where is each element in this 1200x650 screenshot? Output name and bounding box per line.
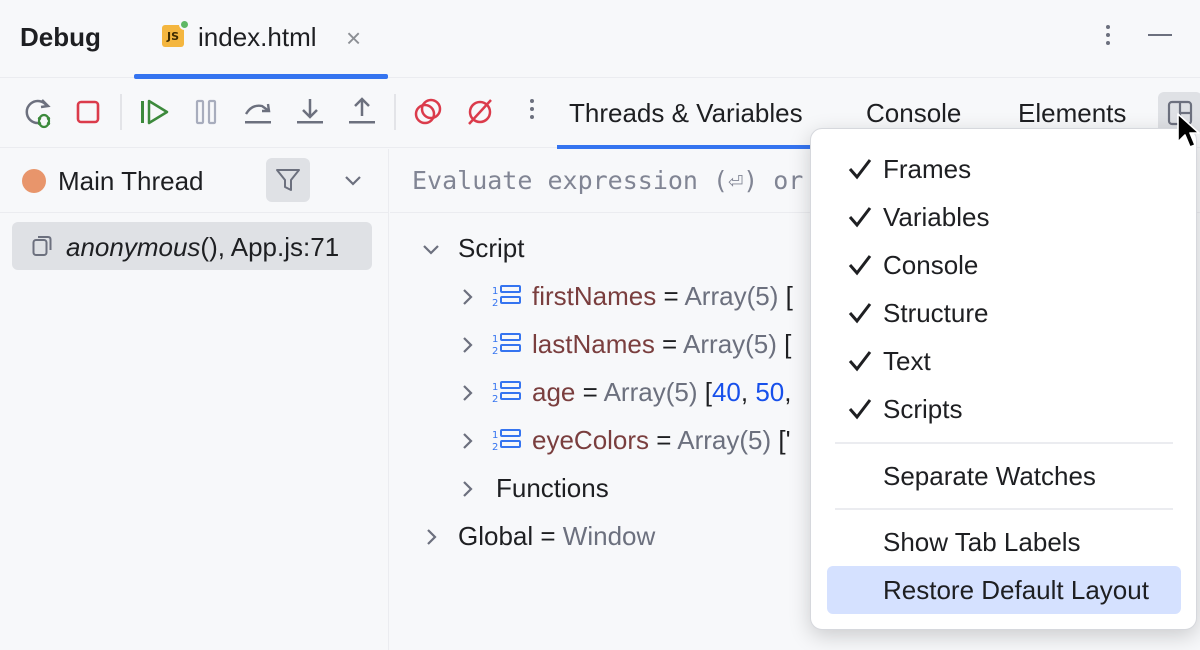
rerun-debug-icon[interactable] [20, 94, 56, 130]
tree-label: Global [458, 521, 534, 551]
filter-icon [276, 169, 300, 191]
svg-text:2: 2 [492, 346, 498, 357]
checkmark-icon [848, 351, 872, 372]
frames-panel: Main Thread anonymous(), App.js:71 [0, 149, 389, 650]
stop-icon[interactable] [70, 94, 106, 130]
toolbar-separator [394, 94, 396, 130]
chevron-right-icon[interactable] [420, 526, 442, 548]
chevron-down-icon[interactable] [420, 238, 442, 260]
tab-console[interactable]: Console [866, 98, 962, 128]
menu-item-scripts[interactable]: Scripts [827, 385, 1181, 433]
tree-label: Script [458, 233, 525, 263]
step-into-icon[interactable] [292, 94, 328, 130]
frame-item[interactable]: anonymous(), App.js:71 [12, 222, 372, 270]
array-icon: 12 [492, 381, 521, 405]
more-options-icon[interactable] [1097, 22, 1119, 52]
chevron-right-icon[interactable] [456, 478, 478, 500]
tree-node-script[interactable]: Script [420, 226, 820, 270]
tab-threads-variables[interactable]: Threads & Variables [569, 98, 803, 128]
variable-type: Array(5) [603, 377, 698, 407]
svg-text:1: 1 [492, 382, 498, 393]
chevron-right-icon[interactable] [456, 430, 478, 452]
minimize-icon[interactable] [1148, 34, 1172, 36]
tab-index-html[interactable]: JS index.html × [134, 0, 388, 79]
active-tab-indicator [557, 145, 817, 149]
array-value: 50 [755, 377, 785, 407]
debug-toolbar: Threads & Variables Console Elements [0, 78, 1200, 149]
chevron-right-icon[interactable] [456, 286, 478, 308]
checkmark-icon [848, 303, 872, 324]
svg-text:2: 2 [492, 394, 498, 405]
evaluate-placeholder: Evaluate expression (⏎) or [412, 166, 804, 195]
menu-item-text[interactable]: Text [827, 337, 1181, 385]
thread-selector[interactable]: Main Thread [0, 149, 389, 213]
checkmark-icon [848, 159, 872, 180]
tab-label: index.html [198, 22, 317, 52]
menu-separator [835, 508, 1173, 510]
checkmark-icon [848, 399, 872, 420]
menu-item-restore-default-layout[interactable]: Restore Default Layout [827, 566, 1181, 614]
svg-text:1: 1 [492, 334, 498, 345]
svg-text:1: 1 [492, 286, 498, 297]
tool-window-title: Debug [20, 22, 101, 52]
variable-type: Array(5) [677, 425, 772, 455]
variable-name: firstNames [532, 281, 657, 311]
resume-icon[interactable] [136, 94, 172, 130]
mouse-cursor-icon [1177, 113, 1200, 148]
tree-node-functions[interactable]: Functions [456, 466, 856, 510]
variable-type: Array(5) [683, 329, 777, 359]
menu-item-structure[interactable]: Structure [827, 289, 1181, 337]
running-indicator-icon [179, 19, 190, 30]
thread-status-icon [22, 169, 46, 193]
frame-icon [32, 236, 52, 256]
tab-elements[interactable]: Elements [1018, 98, 1127, 128]
array-icon: 12 [492, 285, 521, 309]
chevron-right-icon[interactable] [456, 382, 478, 404]
layout-popup-menu: Frames Variables Console Structure Text … [810, 128, 1197, 630]
title-bar: Debug JS index.html × [0, 0, 1200, 79]
step-over-icon[interactable] [240, 94, 276, 130]
variable-name: lastNames [532, 329, 655, 359]
active-tab-indicator [134, 74, 388, 79]
svg-text:2: 2 [492, 442, 498, 453]
array-value: 40 [711, 377, 741, 407]
toolbar-more-icon[interactable] [521, 96, 543, 130]
variable-name: age [532, 377, 576, 407]
thread-name: Main Thread [58, 166, 204, 196]
frame-label: anonymous(), App.js:71 [66, 232, 340, 262]
svg-text:1: 1 [492, 430, 498, 441]
svg-text:2: 2 [492, 298, 498, 309]
js-file-icon: JS [162, 25, 184, 47]
array-icon: 12 [492, 429, 521, 453]
filter-frames-button[interactable] [266, 158, 310, 202]
step-out-icon[interactable] [344, 94, 380, 130]
view-breakpoints-icon[interactable] [410, 94, 446, 130]
toolbar-separator [120, 94, 122, 130]
menu-item-show-tab-labels[interactable]: Show Tab Labels [883, 527, 1081, 557]
mute-breakpoints-icon[interactable] [462, 94, 498, 130]
evaluate-expression-field[interactable]: Evaluate expression (⏎) or [390, 149, 1200, 213]
variable-name: eyeColors [532, 425, 650, 455]
menu-separator [835, 442, 1173, 444]
chevron-right-icon[interactable] [456, 334, 478, 356]
close-tab-icon[interactable]: × [346, 23, 362, 53]
menu-item-variables[interactable]: Variables [827, 193, 1181, 241]
pause-icon[interactable] [188, 94, 224, 130]
array-icon: 12 [492, 333, 521, 357]
variable-value: Window [562, 521, 656, 551]
checkmark-icon [848, 255, 872, 276]
checkmark-icon [848, 207, 872, 228]
tree-node-global[interactable]: Global = Window [420, 514, 820, 558]
tree-label: Functions [496, 473, 609, 503]
variable-type: Array(5) [684, 281, 779, 311]
menu-item-frames[interactable]: Frames [827, 145, 1181, 193]
chevron-down-icon[interactable] [342, 169, 364, 191]
menu-item-separate-watches[interactable]: Separate Watches [883, 461, 1096, 491]
menu-item-console[interactable]: Console [827, 241, 1181, 289]
